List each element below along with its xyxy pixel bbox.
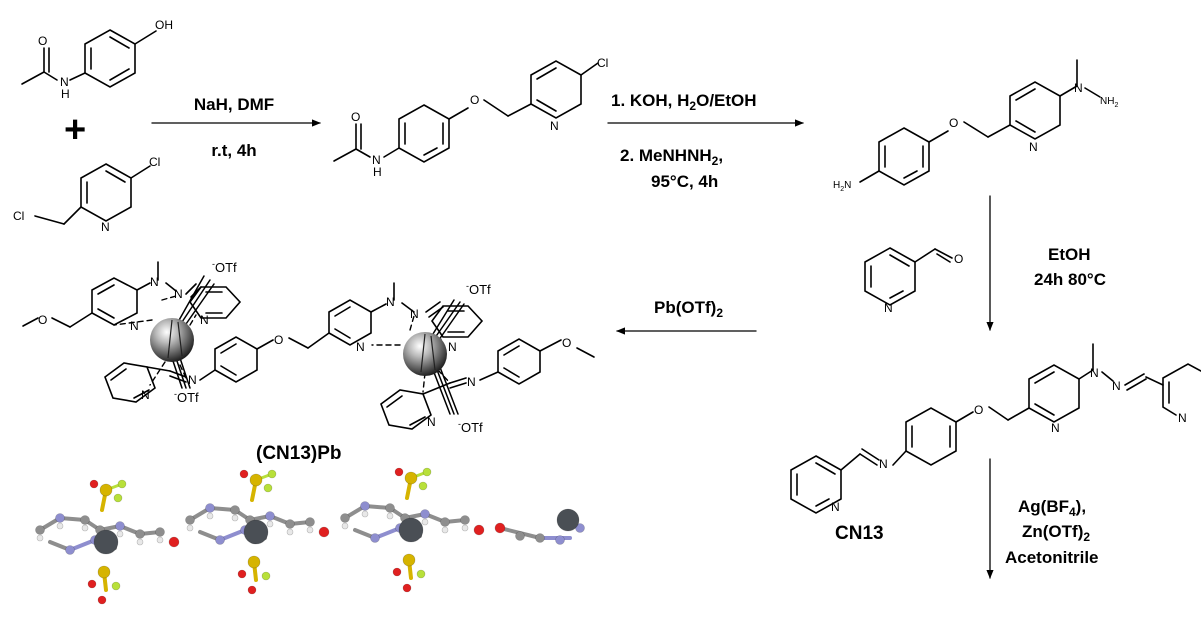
atom-n: N	[141, 388, 150, 402]
pyridinecarbaldehyde-structure	[864, 247, 953, 306]
acetamidophenol-structure	[21, 29, 157, 88]
atom-labels: OH N H O Cl N Cl O N H O Cl N H2N O N N …	[13, 18, 1187, 514]
intermediate-ether-structure	[333, 60, 599, 163]
step5-line3: Acetonitrile	[1005, 548, 1099, 567]
otf-label-2: -OTf	[174, 389, 199, 405]
atom-n: N	[448, 340, 457, 354]
cn13-structure	[790, 343, 1201, 514]
atom-n: N	[550, 119, 559, 133]
atom-o: O	[351, 110, 360, 124]
atom-o: O	[274, 333, 283, 347]
otf-label-3: -OTf	[466, 281, 491, 297]
atom-n: N	[386, 295, 395, 309]
atom-h: H	[61, 87, 70, 101]
step1-conditions: r.t, 4h	[211, 141, 256, 160]
step2-line3: 95°C, 4h	[651, 172, 718, 191]
atom-h2n: H2N	[833, 180, 851, 193]
atom-n: N	[188, 373, 197, 387]
step2-line2: 2. MeNHNH2,	[620, 146, 723, 168]
atom-n: N	[1112, 379, 1121, 393]
otf-label-4: -OTf	[458, 419, 483, 435]
reaction-conditions: NaH, DMF r.t, 4h 1. KOH, H2O/EtOH 2. MeN…	[194, 91, 1106, 567]
reaction-arrows	[151, 119, 994, 579]
step3-line1: EtOH	[1048, 245, 1091, 264]
atom-n: N	[427, 415, 436, 429]
atom-o: O	[954, 252, 963, 266]
atom-n: N	[467, 375, 476, 389]
hydrazine-intermediate-structure	[859, 59, 1101, 186]
atom-n: N	[879, 457, 888, 471]
atom-n: N	[831, 500, 840, 514]
label-cn13: CN13	[835, 523, 884, 544]
atom-n: N	[1051, 421, 1060, 435]
atom-n: N	[174, 287, 183, 301]
step5-line2: Zn(OTf)2	[1022, 522, 1090, 544]
atom-o: O	[38, 34, 47, 48]
atom-n: N	[884, 301, 893, 315]
atom-oh: OH	[155, 18, 173, 32]
atom-n: N	[150, 275, 159, 289]
label-cn13-pb: (CN13)Pb	[256, 443, 342, 464]
step5-line1: Ag(BF4),	[1018, 497, 1086, 519]
atom-n: N	[1074, 81, 1083, 95]
step1-reagents: NaH, DMF	[194, 95, 274, 114]
atom-o: O	[470, 93, 479, 107]
atom-n: N	[410, 307, 419, 321]
pb-complex-structure	[22, 261, 595, 430]
atom-n: N	[130, 319, 139, 333]
atom-n: N	[1029, 140, 1038, 154]
step4-line1: Pb(OTf)2	[654, 298, 723, 320]
chloromethylpyridine-structure	[34, 163, 151, 225]
step2-line1: 1. KOH, H2O/EtOH	[611, 91, 757, 113]
atom-o: O	[38, 313, 47, 327]
plus-sign: +	[64, 109, 86, 151]
atom-o: O	[949, 116, 958, 130]
atom-cl: Cl	[149, 155, 160, 169]
step3-line2: 24h 80°C	[1034, 270, 1106, 289]
crystal-structure-image	[35, 467, 585, 605]
atom-n: N	[372, 153, 381, 167]
pb-sphere-left	[150, 318, 194, 362]
atom-n: N	[356, 340, 365, 354]
atom-n: N	[101, 220, 110, 234]
atom-h: H	[373, 165, 382, 179]
atom-nh2: NH2	[1100, 96, 1118, 109]
pb-sphere-ticks	[167, 319, 436, 373]
atom-cl: Cl	[597, 56, 608, 70]
atom-n: N	[60, 75, 69, 89]
atom-o: O	[562, 336, 571, 350]
atom-n: N	[1090, 366, 1099, 380]
atom-n: N	[1178, 411, 1187, 425]
atom-n: N	[200, 313, 209, 327]
pb-sphere-right	[403, 332, 447, 376]
otf-label-1: -OTf	[212, 259, 237, 275]
atom-o: O	[974, 403, 983, 417]
atom-cl: Cl	[13, 209, 24, 223]
